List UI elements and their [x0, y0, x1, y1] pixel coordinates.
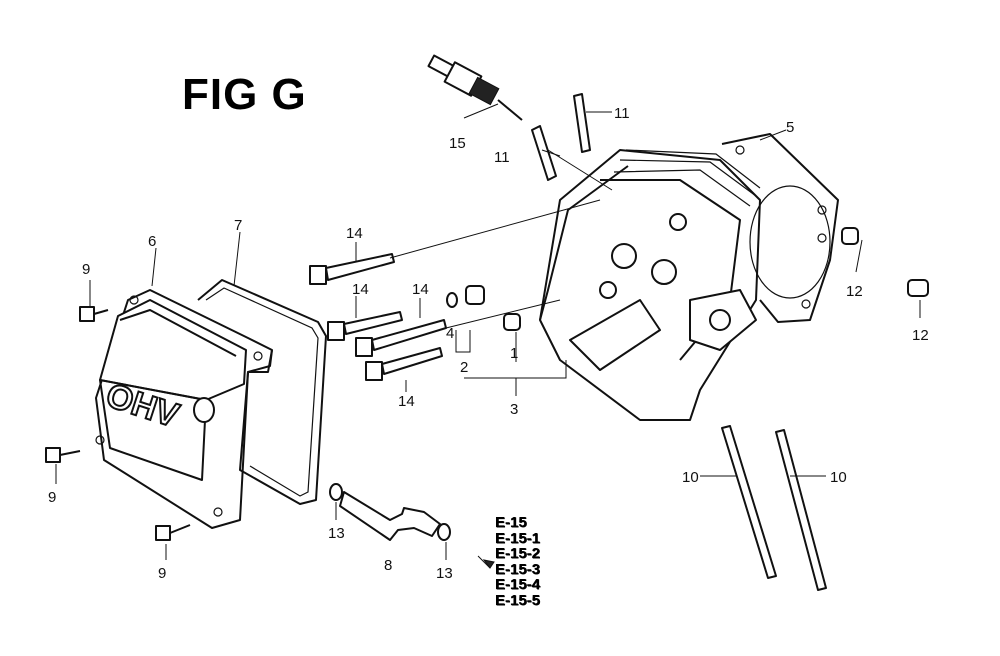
head-gasket	[721, 133, 839, 323]
clamp-13-right	[437, 523, 451, 541]
reference-item: E-15-4	[495, 576, 541, 593]
callout-10-left: 10	[682, 469, 699, 486]
stud-10-right	[775, 429, 827, 591]
callout-9-left: 9	[48, 489, 56, 506]
callout-5: 5	[786, 119, 794, 136]
stud-11-left	[531, 125, 557, 181]
callout-13-right: 13	[436, 565, 453, 582]
breather-tube	[329, 483, 451, 541]
bolt-9-left	[45, 447, 81, 463]
reference-list: E-15 E-15-1 E-15-2 E-15-3 E-15-4 E-15-5	[495, 515, 540, 608]
callout-3: 3	[510, 401, 518, 418]
callout-6: 6	[148, 233, 156, 250]
spark-plug	[427, 54, 523, 121]
bolt-14-top	[309, 253, 395, 285]
callout-2: 2	[460, 359, 468, 376]
callout-14-mid-right: 14	[412, 281, 429, 298]
callout-14-bottom: 14	[398, 393, 415, 410]
reference-item: E-15-1	[495, 529, 541, 547]
figure-title: FIG G	[182, 70, 307, 119]
callout-1: 1	[510, 345, 518, 362]
callout-13-left: 13	[328, 525, 345, 542]
dowel-12-left	[841, 227, 859, 245]
callout-numbers: 15 11 11 5 6 7 14 9 14 14 4 1 2 14 3 12 …	[48, 105, 929, 582]
callout-9-top: 9	[82, 261, 90, 278]
callout-8: 8	[384, 557, 392, 574]
valve-cover: OHV	[95, 289, 273, 529]
bolt-14-bottom	[365, 347, 443, 381]
bolt-9-bottom	[155, 524, 191, 541]
callout-12-right: 12	[912, 327, 929, 344]
cylinder-head	[539, 149, 761, 421]
callout-4: 4	[446, 325, 454, 342]
reference-item: E-15-2	[495, 545, 541, 562]
callout-14-mid-left: 14	[352, 281, 369, 298]
stud-11-right	[573, 93, 591, 153]
bolt-9-top	[79, 306, 109, 322]
cover-gasket	[197, 279, 327, 505]
o-ring-4	[446, 292, 458, 308]
reference-item: E-15	[495, 514, 527, 531]
callout-10-right: 10	[830, 469, 847, 486]
dowel-2	[465, 285, 485, 305]
callout-7: 7	[234, 217, 242, 234]
reference-item: E-15-3	[495, 560, 541, 578]
callout-15: 15	[449, 135, 466, 152]
dowel-12-right	[907, 279, 929, 297]
leader-lines	[55, 103, 921, 569]
stud-10-left	[721, 425, 777, 579]
callout-14-top: 14	[346, 225, 363, 242]
reference-item: E-15-5	[495, 591, 541, 609]
clamp-13-left	[329, 483, 343, 501]
callout-9-bottom: 9	[158, 565, 166, 582]
callout-11-right: 11	[614, 105, 630, 122]
callout-12-left: 12	[846, 283, 863, 300]
bolt-14-mid-left	[327, 311, 403, 341]
callout-11-left: 11	[494, 149, 510, 166]
dowel-1	[503, 313, 521, 331]
